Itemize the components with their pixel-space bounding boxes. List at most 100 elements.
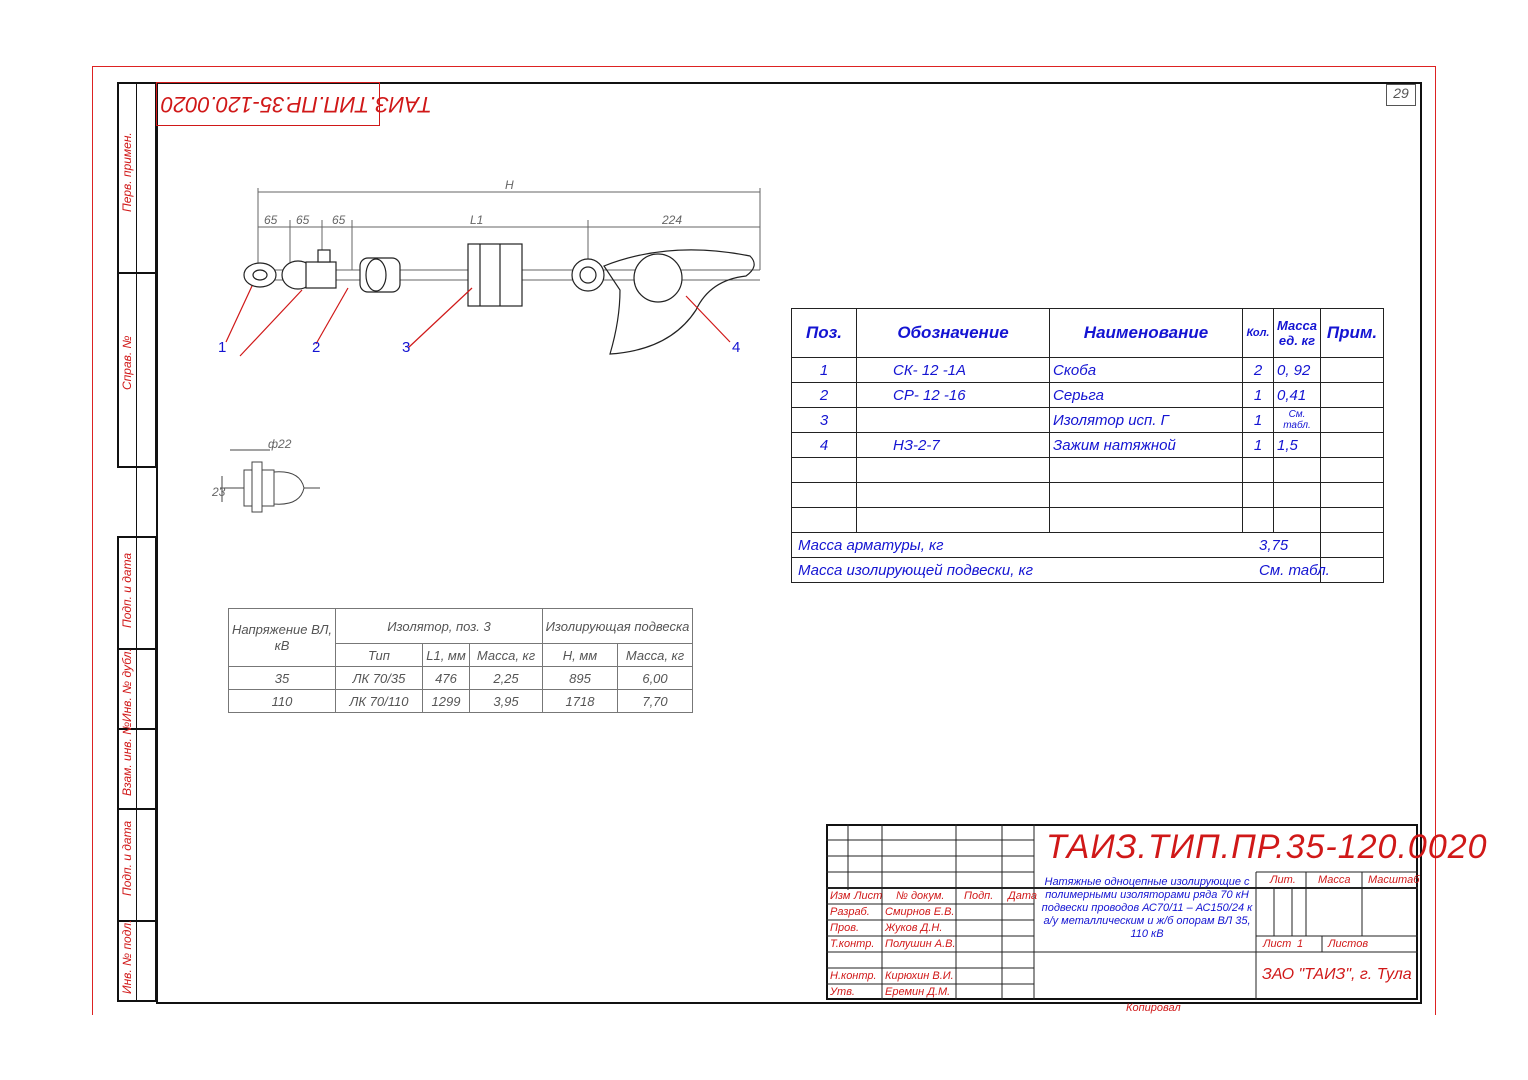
spec-row-empty [791,482,1384,508]
spec-naim: Скоба [1049,357,1243,383]
dim-65b: 65 [296,213,310,227]
sheet-outer-frame [92,66,1436,1015]
side-label-perv-primen: Перв. примен. [120,132,134,212]
massa-podveski-value: См. табл. [1259,557,1384,583]
ins-h: 895 [542,666,618,690]
ins-v: 35 [228,666,336,690]
tb-role: Разраб. [830,906,870,918]
ins-mass: 3,95 [469,689,543,713]
ins-l1: 476 [422,666,470,690]
tb-col-izm: Изм [830,890,851,902]
mirrored-code: ТАИЗ.ТИП.ПР.35-120.0020 [161,92,432,117]
ins-mass2: 6,00 [617,666,693,690]
spec-prim [1320,432,1384,458]
tb-listov: Листов [1328,938,1369,950]
pos-2: 2 [312,339,320,356]
spec-header-naim: Наименование [1049,308,1243,358]
side-label-podp-data: Подп. и дата [120,552,134,628]
ins-h-H: H, мм [542,643,618,667]
spec-header-pos: Поз. [791,308,857,358]
tb-name: Полушин А.В. [885,938,956,950]
spec-header-massa: Масса ед. кг [1273,308,1321,358]
spec-oboz: НЗ-2-7 [856,432,1050,458]
tb-list: Лист [1263,938,1292,950]
tb-masshtab: Масштаб [1368,874,1420,886]
tb-col-podp: Подп. [964,890,994,902]
tb-col-ndok: № докум. [896,890,945,902]
dim-224: 224 [661,213,682,227]
tb-massa: Масса [1318,874,1351,886]
spec-oboz: СР- 12 -16 [856,382,1050,408]
dim-H: H [505,178,514,192]
sheet-inner-frame [156,82,1422,1004]
tb-list-num: 1 [1297,938,1304,950]
spec-oboz: СК- 12 -1А [856,357,1050,383]
ins-type: ЛК 70/35 [335,666,423,690]
spec-naim: Серьга [1049,382,1243,408]
spec-naim: Зажим натяжной [1049,432,1243,458]
spec-naim: Изолятор исп. Г [1049,407,1243,433]
massa-podveski-value-text: См. табл. [1259,562,1330,579]
ins-h-voltage: Напряжение ВЛ, кВ [228,608,336,667]
pos-4: 4 [732,339,740,356]
ins-h-mass2: Масса, кг [617,643,693,667]
mirrored-code-box: ТАИЗ.ТИП.ПР.35-120.0020 [156,82,432,126]
spec-pos: 3 [791,407,857,433]
insulator-table: Напряжение ВЛ, кВ Изолятор, поз. 3 Изоли… [228,608,693,713]
tb-description: Натяжные одноцепные изолирующие с полиме… [1041,876,1253,940]
tb-role: Пров. [830,922,860,934]
side-label-sprav: Справ. № [120,335,134,390]
spec-row: 4 НЗ-2-7 Зажим натяжной 1 1,5 [791,432,1384,458]
tb-name: Жуков Д.Н. [885,922,943,934]
pos-1: 1 [218,339,226,356]
tb-name: Кирюхин В.И. [885,970,954,982]
ins-h: 1718 [542,689,618,713]
tb-col-list: Лист [854,890,883,902]
ins-h-type: Тип [335,643,423,667]
detail-diam: ф22 [268,437,292,451]
spec-row: 1 СК- 12 -1А Скоба 2 0, 92 [791,357,1384,383]
ins-v: 110 [228,689,336,713]
ins-mass: 2,25 [469,666,543,690]
spec-massa: 1,5 [1273,432,1321,458]
side-divider-vert [136,82,137,1002]
side-box-sprav [117,272,157,468]
massa-armatury-value: 3,75 [1259,532,1384,558]
spec-prim [1320,357,1384,383]
tb-col-data: Дата [1008,890,1038,902]
spec-row: 3 Изолятор исп. Г 1 См. табл. [791,407,1384,433]
side-label-inv-dubl: Инв. № дубл. [120,648,134,722]
spec-prim [1320,382,1384,408]
spec-pos: 2 [791,382,857,408]
massa-armatury-value-text: 3,75 [1259,537,1289,554]
spec-header-oboz: Обозначение [856,308,1050,358]
sheet-number-box: 29 [1386,84,1416,106]
ins-l1: 1299 [422,689,470,713]
tb-code: ТАИЗ.ТИП.ПР.35-120.0020 [1046,828,1488,866]
ins-h-l1: L1, мм [422,643,470,667]
sheet-number: 29 [1393,85,1409,101]
detail-23: 23 [211,485,226,499]
ins-mass2: 7,70 [617,689,693,713]
ins-row: 110 ЛК 70/110 1299 3,95 1718 7,70 [228,689,693,713]
spec-row-empty [791,507,1384,533]
tb-lit: Лит. [1270,874,1296,886]
spec-massa: См. табл. [1273,407,1321,433]
side-label-inv-podl: Инв. № подл. [120,919,134,994]
spec-header-kol: Кол. [1242,308,1274,358]
spec-header-prim: Прим. [1320,308,1384,358]
spec-kol: 2 [1242,357,1274,383]
spec-total-armatura: Масса арматуры, кг 3,75 [791,532,1384,558]
tb-kopiroval: Копировал [1126,1002,1181,1014]
ins-h-podveska: Изолирующая подвеска [542,608,693,644]
tb-role: Н.контр. [830,970,877,982]
spec-row-empty [791,457,1384,483]
tb-company: ЗАО "ТАИЗ", г. Тула [1262,966,1412,983]
assembly-drawing: H 65 65 65 L1 224 1 2 3 4 ф22 23 [211,178,761,513]
title-block [826,824,1418,1000]
spec-kol: 1 [1242,407,1274,433]
spec-kol: 1 [1242,382,1274,408]
dim-L1: L1 [470,213,483,227]
pos-3: 3 [402,339,410,356]
title-block-grid [826,824,1418,1000]
